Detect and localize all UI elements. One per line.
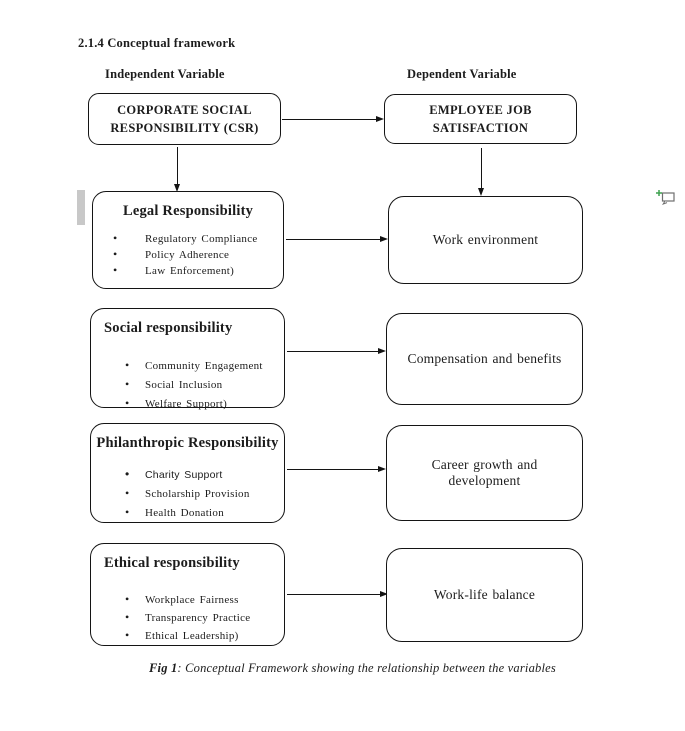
bullet-marker: • <box>113 247 118 261</box>
margin-change-bar <box>77 190 85 225</box>
bullet-item: • Community Engagement <box>91 356 284 375</box>
employee-job-satisfaction-label: EMPLOYEE JOB SATISFACTION <box>429 102 532 135</box>
bullet-marker: • <box>113 231 118 245</box>
bullet-text: Transparency Practice <box>145 612 251 624</box>
bullet-item: • Charity Support <box>91 465 284 484</box>
ethical-responsibility-box[interactable]: Ethical responsibility • Workplace Fairn… <box>90 543 285 646</box>
dependent-variable-header: Dependent Variable <box>407 67 517 81</box>
csr-box[interactable]: CORPORATE SOCIAL RESPONSIBILITY (CSR) <box>88 93 281 145</box>
bullet-text: Law Enforcement) <box>145 265 235 277</box>
bullet-marker: • <box>125 396 130 410</box>
bullet-text: Workplace Fairness <box>145 594 239 606</box>
bullet-item: • Health Donation <box>91 503 284 522</box>
bullet-text: Social Inclusion <box>145 379 223 391</box>
social-bullet-list: • Community Engagement • Social Inclusio… <box>91 356 284 413</box>
add-comment-icon[interactable] <box>655 189 677 207</box>
philanthropic-bullet-list: • Charity Support • Scholarship Provisio… <box>91 465 284 522</box>
arrow-satisfaction-to-work-environment[interactable] <box>477 148 484 196</box>
bullet-item: • Scholarship Provision <box>91 484 284 503</box>
legal-responsibility-box[interactable]: Legal Responsibility • Regulatory Compli… <box>92 191 284 289</box>
arrow-philanthropic-to-career[interactable] <box>287 465 386 472</box>
compensation-benefits-label: Compensation and benefits <box>407 351 562 366</box>
bullet-marker: • <box>125 610 130 624</box>
bullet-text: Regulatory Compliance <box>145 233 258 245</box>
arrow-ethical-to-work-life[interactable] <box>287 590 388 597</box>
arrow-csr-to-satisfaction[interactable] <box>282 115 384 122</box>
ethical-responsibility-title: Ethical responsibility <box>104 555 240 571</box>
work-environment-label: Work environment <box>432 232 539 247</box>
bullet-text: Health Donation <box>145 507 225 519</box>
arrow-legal-to-work-environment[interactable] <box>286 235 388 242</box>
social-responsibility-title: Social responsibility <box>104 320 233 336</box>
bullet-item: • Policy Adherence <box>93 247 283 263</box>
work-life-balance-label: Work-life balance <box>433 587 536 602</box>
bullet-item: • Welfare Support) <box>91 394 284 413</box>
legal-bullet-list: • Regulatory Compliance • Policy Adheren… <box>93 231 283 279</box>
bullet-text: Welfare Support) <box>145 398 228 410</box>
figure-caption-text: : Conceptual Framework showing the relat… <box>177 661 556 675</box>
work-environment-box[interactable]: Work environment <box>388 196 583 284</box>
arrow-social-to-compensation[interactable] <box>287 347 386 354</box>
bullet-text: Policy Adherence <box>145 249 230 261</box>
bullet-marker: • <box>125 505 130 519</box>
compensation-benefits-box[interactable]: Compensation and benefits <box>386 313 583 405</box>
bullet-text: Ethical Leadership) <box>145 630 239 642</box>
figure-caption-label: Fig 1 <box>148 661 178 675</box>
philanthropic-responsibility-box[interactable]: Philanthropic Responsibility • Charity S… <box>90 423 285 523</box>
bullet-marker: • <box>125 467 130 481</box>
bullet-item: • Social Inclusion <box>91 375 284 394</box>
bullet-text: Community Engagement <box>145 360 263 372</box>
career-growth-box[interactable]: Career growth and development <box>386 425 583 521</box>
social-responsibility-box[interactable]: Social responsibility • Community Engage… <box>90 308 285 410</box>
bullet-marker: • <box>125 358 130 372</box>
philanthropic-responsibility-title: Philanthropic Responsibility <box>96 435 279 451</box>
figure-caption: Fig 1: Conceptual Framework showing the … <box>0 661 685 676</box>
independent-variable-header: Independent Variable <box>105 67 225 81</box>
work-life-balance-box[interactable]: Work-life balance <box>386 548 583 642</box>
legal-responsibility-title: Legal Responsibility <box>122 203 254 219</box>
career-growth-label: Career growth and development <box>431 457 538 488</box>
bullet-marker: • <box>125 377 130 391</box>
bullet-item: • Law Enforcement) <box>93 263 283 279</box>
employee-job-satisfaction-box[interactable]: EMPLOYEE JOB SATISFACTION <box>384 94 577 144</box>
bullet-text: Scholarship Provision <box>145 488 250 500</box>
csr-box-label: CORPORATE SOCIAL RESPONSIBILITY (CSR) <box>110 102 259 135</box>
arrow-csr-to-legal[interactable] <box>173 147 180 192</box>
bullet-item: • Regulatory Compliance <box>93 231 283 247</box>
section-heading: 2.1.4 Conceptual framework <box>78 36 236 50</box>
bullet-item: • Workplace Fairness <box>91 591 284 609</box>
bullet-item: • Ethical Leadership) <box>91 627 284 645</box>
bullet-marker: • <box>125 628 130 642</box>
bullet-marker: • <box>125 592 130 606</box>
bullet-item: • Transparency Practice <box>91 609 284 627</box>
bullet-marker: • <box>113 263 118 277</box>
bullet-marker: • <box>125 486 130 500</box>
bullet-text: Charity Support <box>145 469 223 481</box>
ethical-bullet-list: • Workplace Fairness • Transparency Prac… <box>91 591 284 645</box>
